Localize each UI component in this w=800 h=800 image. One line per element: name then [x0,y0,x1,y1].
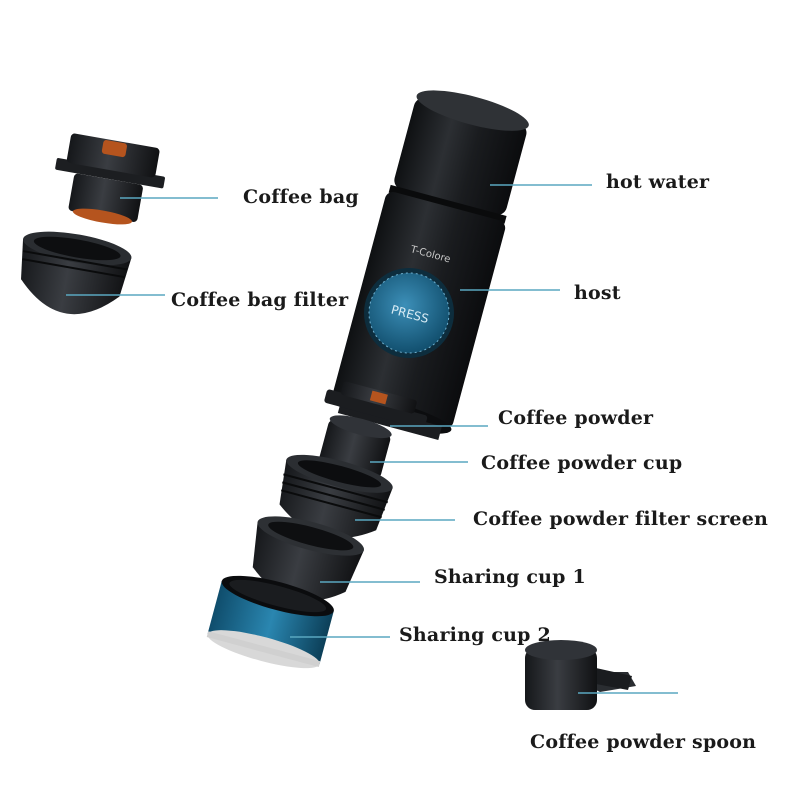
coffee-bag-part [55,133,165,225]
leader-lines [66,184,678,694]
label-coffee-bag-filter: Coffee bag filter [171,289,349,311]
sharing-cup-2-part [206,575,334,669]
coffee-powder-spoon-part [525,640,636,710]
label-coffee-powder-cup: Coffee powder cup [481,452,683,474]
label-sharing-cup-1: Sharing cup 1 [434,566,586,588]
label-coffee-bag: Coffee bag [243,186,359,208]
coffee-powder-part [324,381,428,429]
label-coffee-powder-filter-screen: Coffee powder filter screen [473,508,769,530]
press-button: PRESS [364,268,454,358]
label-coffee-powder: Coffee powder [498,407,654,429]
host-assembly: T-Colore PRESS [331,90,529,440]
label-coffee-powder-spoon: Coffee powder spoon [530,731,757,753]
sharing-cup-1-part [252,516,365,601]
label-host: host [574,282,621,304]
coffee-bag-filter-part [21,231,132,315]
coffee-powder-filter-screen-part [279,454,393,538]
label-hot-water: hot water [606,171,710,193]
label-sharing-cup-2: Sharing cup 2 [399,624,551,646]
